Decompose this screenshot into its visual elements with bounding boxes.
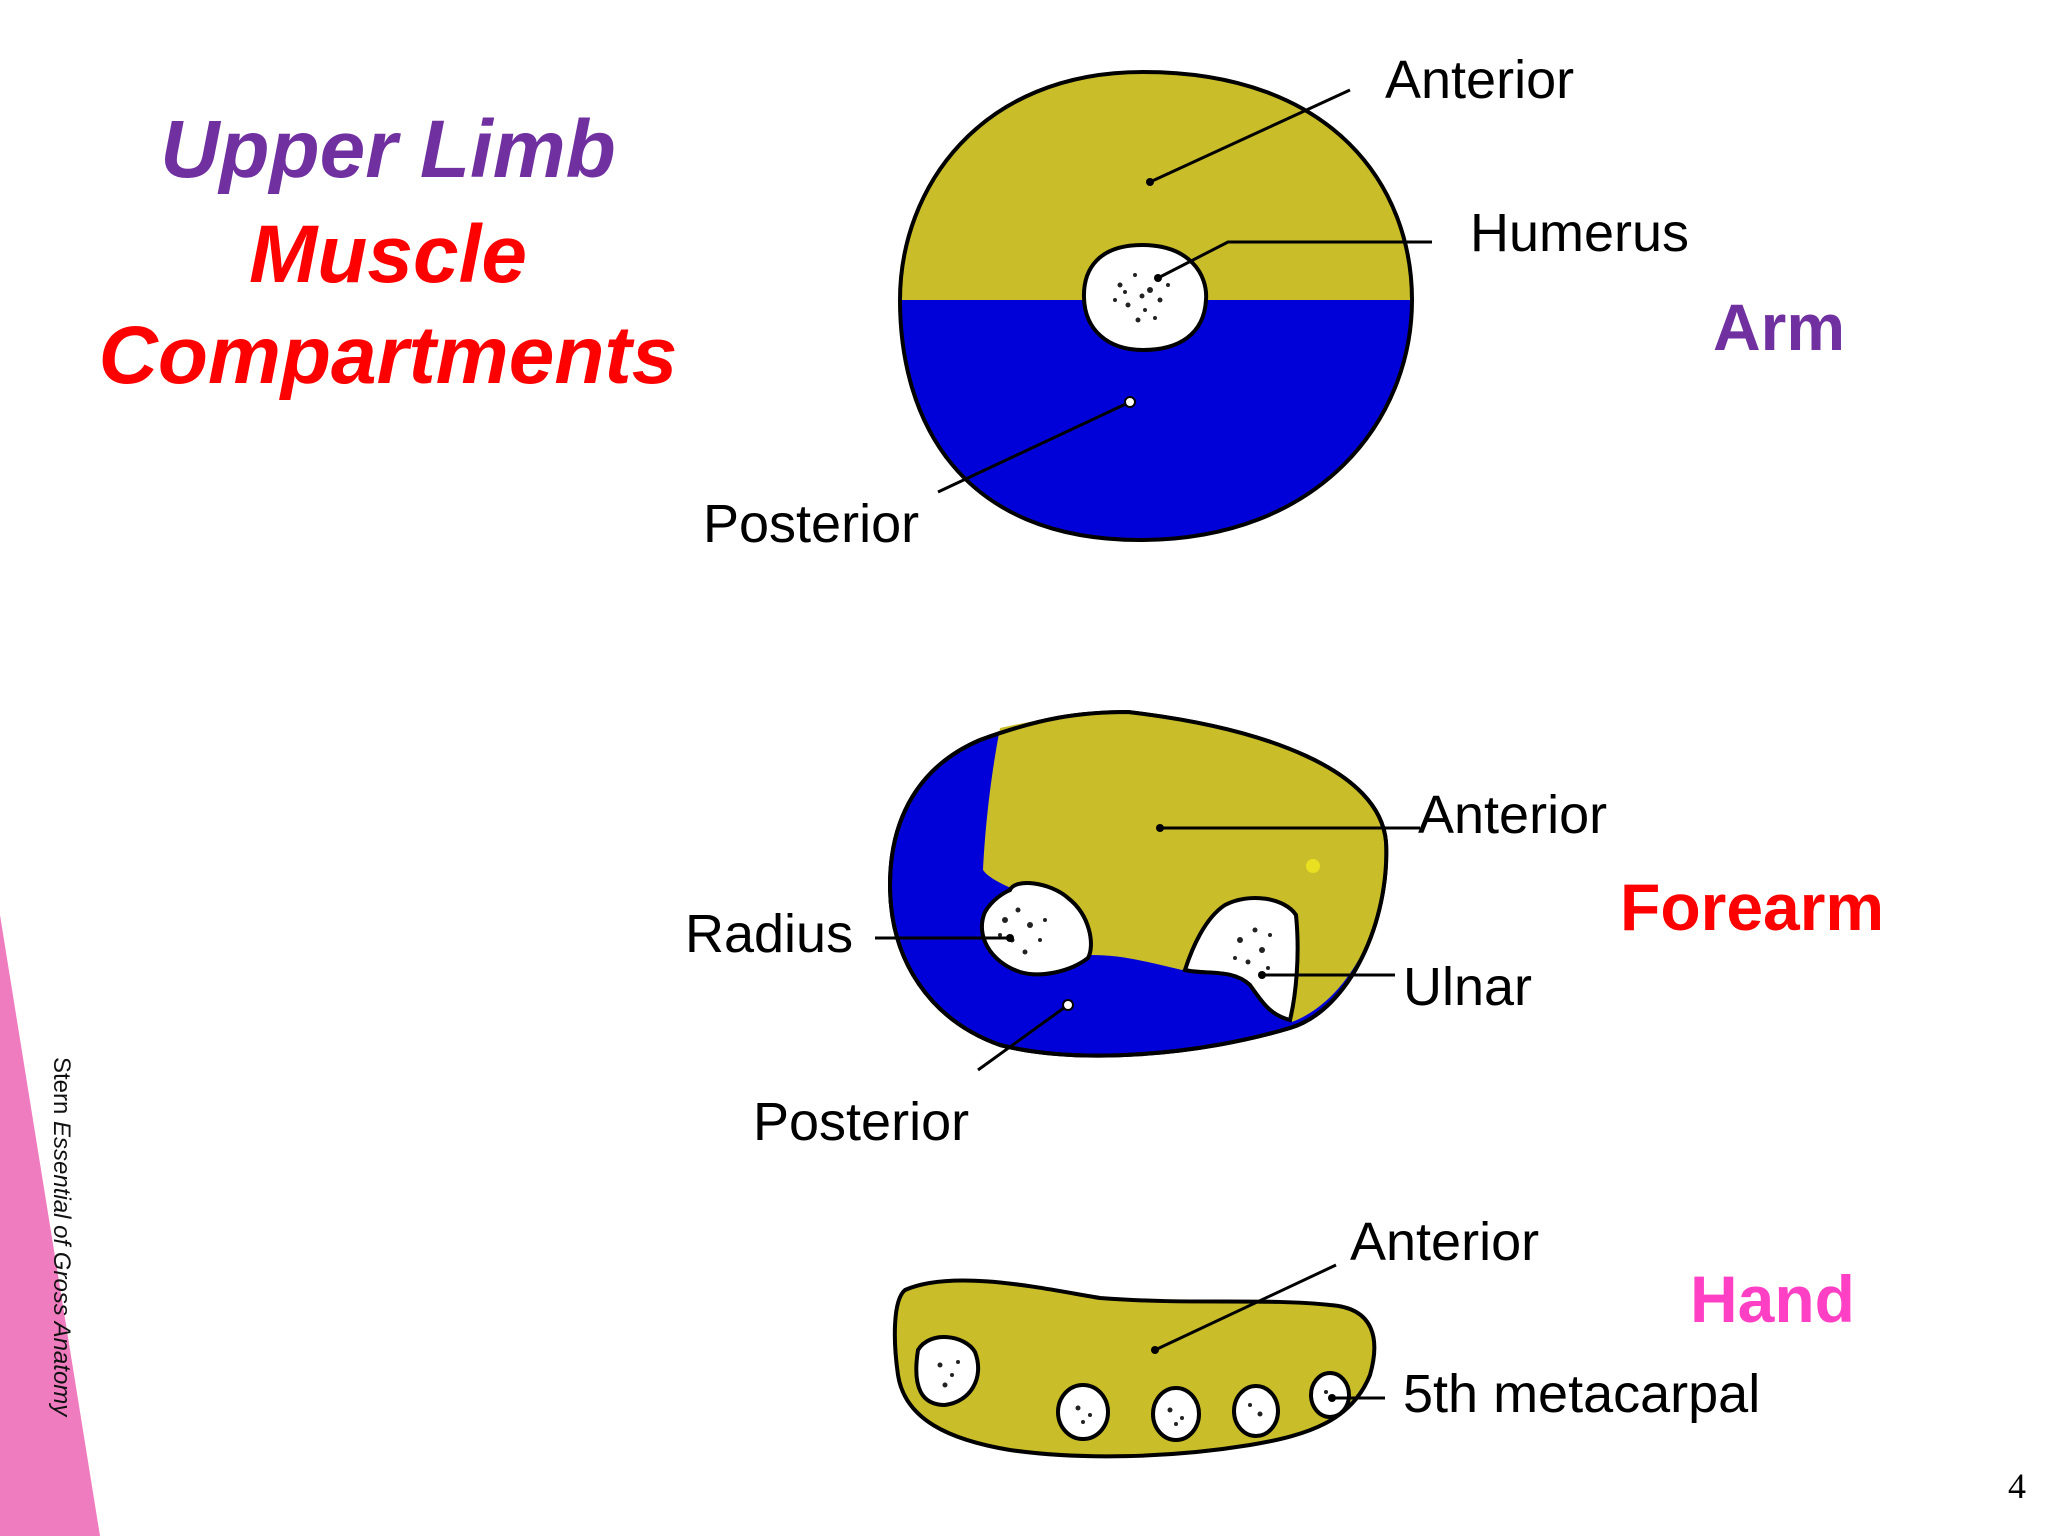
- title-line-2: Muscle: [249, 209, 527, 300]
- radius-label: Radius: [685, 904, 854, 964]
- citation: Stern Essential of Gross Anatomy: [40, 1057, 82, 1437]
- hand-label: Hand: [1690, 1262, 1855, 1336]
- forearm-yellow-spot: [1306, 859, 1320, 873]
- citation-work: Essential of Gross Anatomy: [48, 1121, 75, 1417]
- metacarpal-3: [1151, 1386, 1201, 1442]
- arm-posterior-label: Posterior: [703, 494, 920, 554]
- metacarpal-label: 5th metacarpal: [1403, 1364, 1761, 1424]
- humerus-bone: [1081, 242, 1209, 353]
- arm-cross-section: [897, 69, 1432, 543]
- radius-bone: [979, 881, 1093, 977]
- metacarpal-2: [1056, 1383, 1110, 1441]
- title-line-3: Compartments: [98, 310, 678, 401]
- humerus-leader: [1157, 240, 1432, 280]
- arm-label: Arm: [1713, 290, 1846, 364]
- forearm-cross-section: [875, 709, 1420, 1072]
- page-number: 4: [2008, 1466, 2026, 1506]
- arm-anterior-leader: [1149, 88, 1351, 184]
- metacarpal-4: [1232, 1384, 1280, 1438]
- arm-anterior-label: Anterior: [1385, 50, 1575, 110]
- hand-anterior-leader: [1154, 1263, 1337, 1352]
- ulna-label: Ulnar: [1403, 957, 1533, 1017]
- arm-posterior-leader: [937, 400, 1131, 494]
- hand-cross-section: [892, 1263, 1385, 1459]
- forearm-anterior-label: Anterior: [1418, 785, 1608, 845]
- hand-anterior-label: Anterior: [1350, 1212, 1540, 1272]
- forearm-posterior-leader: [977, 1003, 1069, 1072]
- title-line-1: Upper Limb: [160, 104, 616, 195]
- ulna-bone: [1182, 896, 1300, 1023]
- humerus-label: Humerus: [1470, 203, 1690, 263]
- metacarpal-bones: [914, 1335, 1351, 1442]
- citation-author: Stern: [48, 1057, 75, 1115]
- forearm-posterior-label: Posterior: [753, 1092, 970, 1152]
- metacarpal-1: [914, 1335, 981, 1408]
- forearm-label: Forearm: [1620, 870, 1885, 944]
